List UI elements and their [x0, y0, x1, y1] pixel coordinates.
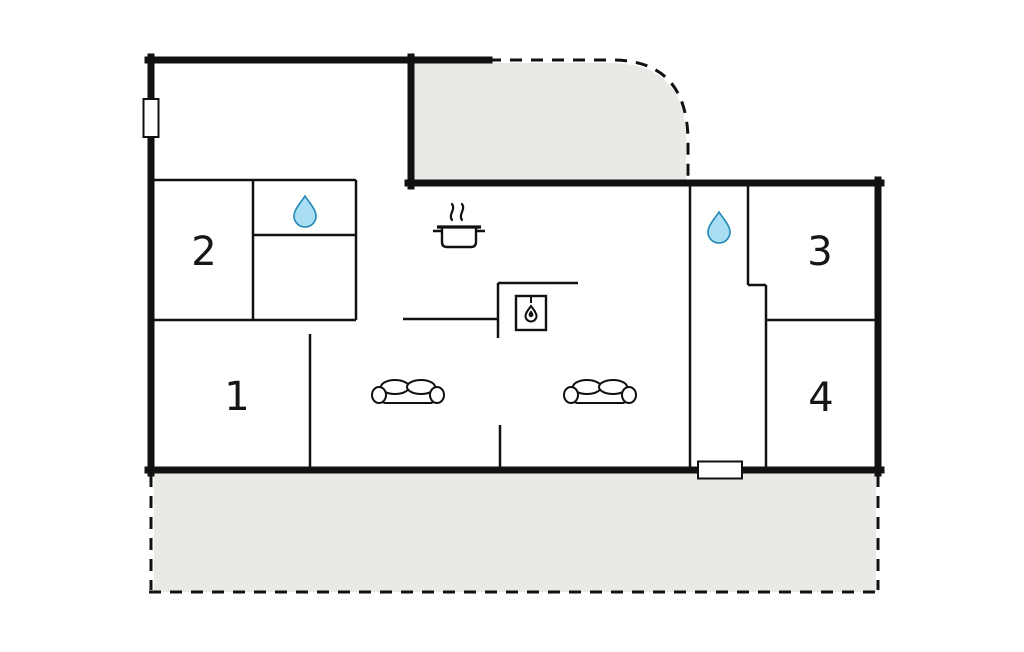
sofa-icon — [563, 379, 637, 404]
water-drop-icon — [293, 194, 317, 228]
room-3-label: 3 — [807, 229, 832, 275]
water-drop-icon — [707, 210, 731, 244]
terrace-top-area — [411, 63, 686, 180]
terrace-bottom-dashed-boundary — [149, 475, 880, 594]
room-labels: 1 2 3 4 — [191, 229, 833, 421]
terrace-bottom-area — [154, 473, 876, 592]
terrace-areas — [154, 63, 876, 592]
sofa-icon — [371, 379, 445, 404]
interior-walls — [151, 178, 878, 470]
door-icon — [697, 460, 743, 480]
terrace-dashed-boundaries — [149, 58, 880, 594]
room-4-label: 4 — [808, 375, 833, 421]
exterior-walls — [144, 53, 885, 477]
cooking-pot-icon — [433, 202, 485, 249]
fireplace-icon — [514, 294, 548, 332]
window-icon — [142, 98, 160, 138]
room-1-label: 1 — [224, 374, 249, 420]
terrace-top-dashed-boundary — [489, 58, 690, 181]
room-2-label: 2 — [191, 229, 216, 275]
steam-icon — [449, 202, 465, 222]
